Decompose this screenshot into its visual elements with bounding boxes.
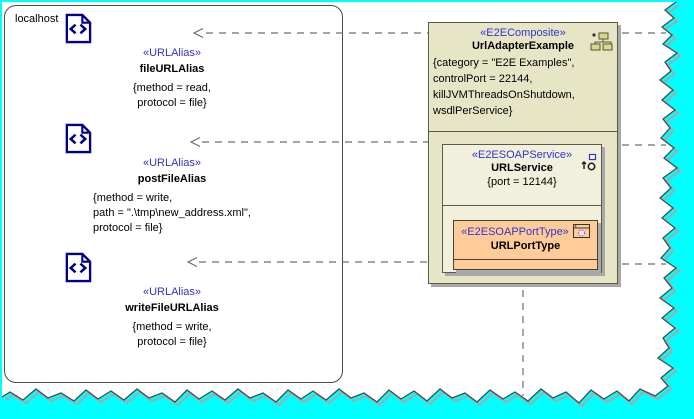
tagged-value: {category = "E2E Examples", bbox=[433, 57, 575, 69]
stereotype-label: «URLAlias» bbox=[142, 157, 202, 169]
artifact-name: postFileAlias bbox=[137, 173, 207, 185]
artifact-name: fileURLAlias bbox=[139, 63, 205, 75]
tagged-value: {method = write, bbox=[93, 192, 173, 204]
compartment-divider bbox=[454, 259, 597, 260]
service-deploy-icon bbox=[580, 153, 597, 171]
composite-name: UrlAdapterExample bbox=[471, 40, 575, 52]
node-localhost: localhost bbox=[4, 5, 343, 383]
porttype-urlporttype: «E2ESOAPPortType» URLPortType bbox=[453, 220, 598, 270]
tagged-value: controlPort = 22144, bbox=[433, 73, 533, 85]
tagged-value: path = ".\tmp\new_address.xml", bbox=[93, 207, 251, 219]
stereotype-label: «URLAlias» bbox=[142, 286, 202, 298]
stereotype-label: «E2ESOAPPortType» bbox=[461, 225, 569, 238]
porttype-window-icon bbox=[572, 224, 590, 239]
artifact-writefileurlalias: «URLAlias» writeFileURLAlias {method = w… bbox=[62, 252, 282, 350]
url-alias-icon bbox=[62, 252, 282, 285]
tagged-value: protocol = file} bbox=[93, 222, 163, 234]
stereotype-label: «E2EComposite» bbox=[480, 27, 566, 39]
porttype-name: URLPortType bbox=[490, 240, 561, 252]
stereotype-label: «URLAlias» bbox=[142, 47, 202, 59]
node-localhost-label: localhost bbox=[15, 13, 59, 25]
service-urlservice: «E2ESOAPService» URLService {port = 1214… bbox=[442, 144, 602, 273]
tagged-value: killJVMThreadsOnShutdown, bbox=[433, 89, 575, 101]
artifact-name: writeFileURLAlias bbox=[125, 302, 219, 314]
tagged-value: {method = write, bbox=[132, 321, 212, 333]
service-name: URLService bbox=[491, 162, 553, 174]
composite-urladapterexample: «E2EComposite» UrlAdapterExample {catego… bbox=[428, 22, 618, 284]
tagged-value: protocol = file} bbox=[137, 97, 207, 109]
url-alias-icon bbox=[62, 123, 282, 156]
artifact-fileurlalias: «URLAlias» fileURLAlias {method = read, … bbox=[62, 13, 282, 111]
stereotype-label: «E2ESOAPService» bbox=[471, 149, 573, 161]
artifact-postfilealias: «URLAlias» postFileAlias {method = write… bbox=[62, 123, 282, 236]
composite-tree-icon bbox=[590, 31, 613, 51]
tagged-value: {method = read, bbox=[133, 82, 211, 94]
tagged-value: protocol = file} bbox=[137, 336, 207, 348]
tagged-value: {port = 12144} bbox=[487, 176, 557, 188]
tagged-value: wsdlPerService} bbox=[433, 105, 513, 117]
url-alias-icon bbox=[62, 13, 282, 46]
